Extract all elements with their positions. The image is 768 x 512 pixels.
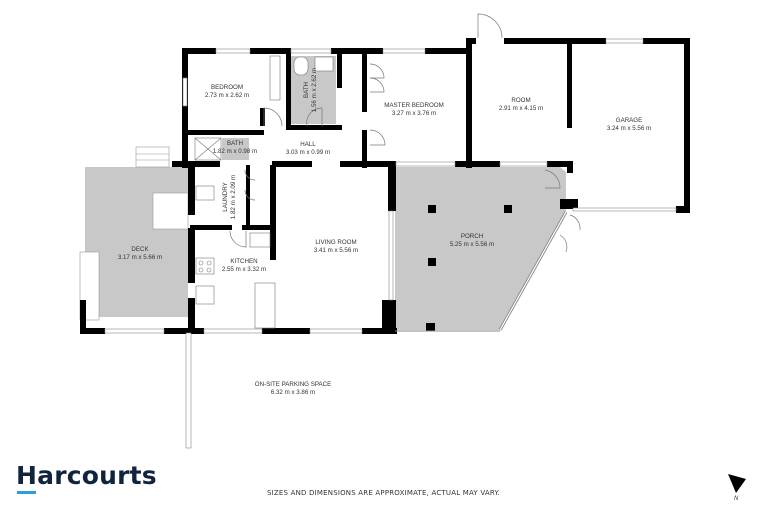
deck-floor (85, 167, 188, 317)
room-label-parking: ON-SITE PARKING SPACE (255, 381, 331, 388)
room-label-room: ROOM (511, 97, 530, 104)
room-size-garage: 3.24 m x 5.56 m (607, 125, 651, 132)
shaded-floors (85, 56, 566, 330)
walls (80, 38, 690, 334)
north-arrow-icon (728, 474, 746, 493)
room-label-laundry: LAUNDRY (222, 182, 229, 211)
room-label-kitchen: KITCHEN (230, 258, 257, 265)
room-size-kitchen: 2.55 m x 3.32 m (222, 266, 266, 273)
room-size-laundry: 1.82 m x 2.09 m (230, 175, 237, 219)
room-label-living-room: LIVING ROOM (315, 239, 356, 246)
room-size-master-bedroom: 3.27 m x 3.76 m (392, 110, 436, 117)
deck-steps (135, 146, 170, 168)
room-label-hall: HALL (300, 141, 316, 148)
room-label-master-bedroom: MASTER BEDROOM (384, 102, 443, 109)
room-size-bath1: 1.56 m x 2.62 m (311, 68, 318, 112)
room-size-porch: 5.25 m x 5.56 m (450, 241, 494, 248)
room-label-bath1: BATH (303, 82, 310, 98)
bath2-floor (222, 138, 249, 160)
room-label-deck: DECK (131, 246, 149, 253)
room-size-bedroom: 2.73 m x 2.62 m (205, 92, 249, 99)
porch-floor (395, 167, 566, 330)
windows (104, 38, 677, 449)
room-size-parking: 6.32 m x 3.86 m (271, 389, 315, 396)
room-label-bath2: BATH (227, 140, 243, 147)
doors (229, 13, 581, 253)
room-size-room: 2.91 m x 4.15 m (499, 105, 543, 112)
fixtures (194, 55, 334, 329)
disclaimer-text: SIZES AND DIMENSIONS ARE APPROXIMATE, AC… (267, 489, 500, 497)
deck-bench (152, 192, 189, 230)
logo-accent-bar (17, 491, 36, 494)
room-label-bedroom: BEDROOM (211, 84, 243, 91)
room-label-garage: GARAGE (616, 117, 642, 124)
room-label-porch: PORCH (461, 233, 483, 240)
room-size-hall: 3.03 m x 0.99 m (286, 149, 330, 156)
room-size-deck: 3.17 m x 5.66 m (118, 254, 162, 261)
room-size-bath2: 1.82 m x 0.98 m (213, 148, 257, 155)
harcourts-logo: Harcourts (16, 461, 157, 490)
north-label: N (734, 496, 739, 502)
room-size-living-room: 3.41 m x 5.56 m (314, 247, 358, 254)
